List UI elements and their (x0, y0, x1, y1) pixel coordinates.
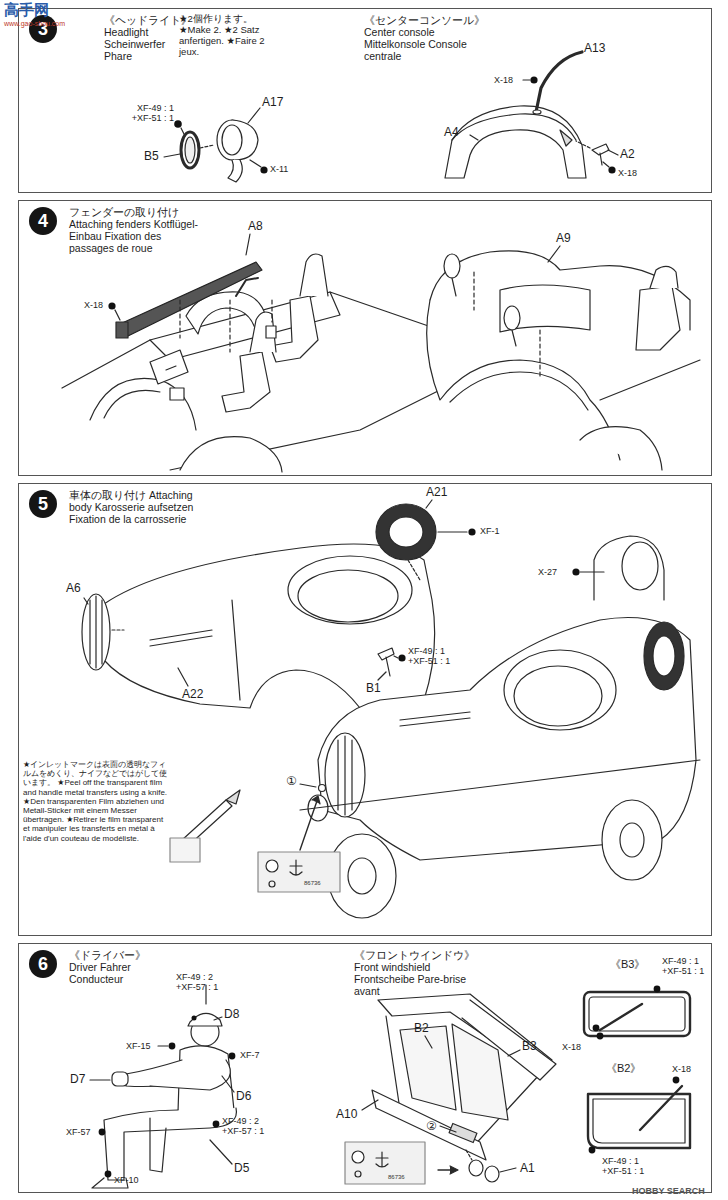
detail-label: 《B3》 (610, 958, 645, 971)
watermark: www.gao-shou.com (4, 20, 65, 28)
step-number-text: 5 (29, 490, 57, 518)
detail-label: 《B2》 (606, 1062, 641, 1075)
part-number: A10 (336, 1108, 357, 1122)
paint-code: XF-15 (126, 1041, 151, 1051)
part-number: D5 (234, 1162, 249, 1176)
watermark: HOBBY SEARCH (632, 1186, 705, 1196)
part-number: A22 (182, 688, 203, 702)
watermark: 高手网 (4, 1, 49, 18)
paint-code: XF-49 : 1 +XF-51 : 1 (662, 956, 718, 977)
step-panel: 車体の取り付け Attaching body Karosserie aufset… (18, 483, 712, 936)
step-number-text: 6 (29, 950, 57, 978)
paint-code: X-18 (562, 1042, 581, 1052)
paint-code: XF-7 (240, 1050, 260, 1060)
section-heading: 《センターコンソール》 Center console Mittelkonsole… (364, 14, 494, 62)
paint-code: XF-49 : 1 +XF-51 : 1 (602, 1156, 658, 1177)
step-panel: フェンダーの取り付け Attaching fenders Kotflügel-E… (18, 200, 712, 476)
part-number: B3 (522, 1040, 537, 1054)
paint-code: X-18 (494, 75, 513, 85)
part-number: B2 (414, 1022, 429, 1036)
paint-code: X-18 (618, 168, 637, 178)
paint-code: XF-49 : 2 +XF-57 : 1 (176, 972, 234, 993)
part-number: D6 (236, 1090, 251, 1104)
part-number: A4 (444, 126, 459, 140)
step-number-text: 4 (29, 207, 57, 235)
part-number: A21 (426, 486, 447, 500)
note-text: ★2個作ります。 ★Make 2. ★2 Satz anfertigen. ★F… (179, 14, 284, 58)
paint-code: XF-57 (66, 1127, 91, 1137)
paint-code: XF-49 : 1 +XF-51 : 1 (118, 103, 174, 124)
part-number: D8 (224, 1008, 239, 1022)
part-number: A1 (520, 1162, 535, 1176)
paint-code: X-18 (84, 300, 103, 310)
section-heading: 《ドライバー》 Driver Fahrer Conducteur (69, 949, 159, 985)
paint-code: XF-49 : 1 +XF-51 : 1 (408, 646, 464, 667)
part-number: A2 (620, 148, 635, 162)
transfer-number: 86736 (304, 880, 321, 887)
note-text: ★インレットマークは表面の透明なフィルムをめくり、ナイフなどではがして使います。… (23, 760, 169, 843)
paint-code: XF-1 (480, 526, 500, 536)
step-number: 5 (29, 490, 57, 518)
part-number: A13 (584, 42, 605, 56)
step-number: 6 (29, 950, 57, 978)
callout-number: ① (286, 775, 297, 789)
step-number: 4 (29, 207, 57, 235)
section-heading: 車体の取り付け Attaching body Karosserie aufset… (69, 489, 209, 525)
part-number: D7 (70, 1073, 85, 1087)
part-number: A6 (66, 582, 81, 596)
step-panel: 《ヘッドライト》 Headlight Scheinwerfer Phare★2個… (18, 8, 712, 193)
paint-code: X-11 (270, 164, 288, 174)
paint-code: X-18 (672, 1064, 691, 1074)
step-number-text: 3 (29, 15, 57, 43)
part-number: A8 (248, 220, 263, 234)
transfer-number: 86736 (388, 1174, 405, 1181)
section-heading: 《フロントウインドウ》 Front windshield Frontscheib… (354, 949, 489, 997)
part-number: B5 (144, 150, 159, 164)
step-number: 3 (29, 15, 57, 43)
section-heading: フェンダーの取り付け Attaching fenders Kotflügel-E… (69, 206, 199, 254)
part-number: A17 (262, 96, 283, 110)
part-number: B1 (366, 682, 381, 696)
paint-code: XF-49 : 2 +XF-57 : 1 (222, 1116, 280, 1137)
part-number: A9 (556, 232, 571, 246)
paint-code: X-27 (538, 567, 557, 577)
paint-code: XF-10 (114, 1175, 139, 1185)
callout-number: ② (426, 1120, 437, 1134)
